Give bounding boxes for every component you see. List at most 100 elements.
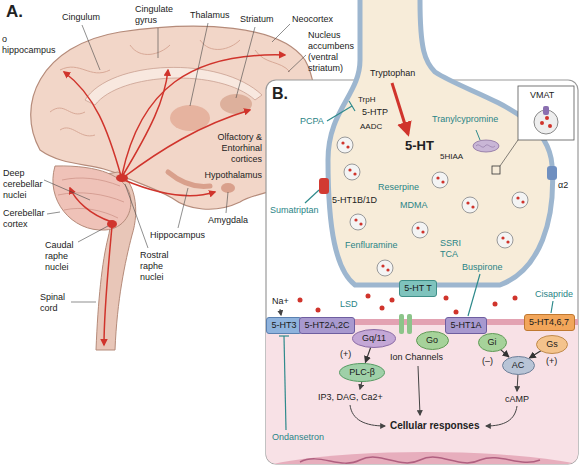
region-label: Caudal raphe nuclei xyxy=(45,240,81,273)
leader-lines xyxy=(44,180,90,200)
g-protein-ellipse: Gi xyxy=(478,333,507,352)
leader-lines xyxy=(178,188,188,228)
signal-arrows xyxy=(486,406,517,426)
drug-label: Cisapride xyxy=(535,289,573,300)
enzyme-ellipse: AC xyxy=(502,356,535,375)
gyri xyxy=(60,67,110,73)
gyri xyxy=(130,45,170,54)
amygdala xyxy=(221,183,235,193)
sign-label: (–) xyxy=(482,356,493,367)
signal-connector xyxy=(365,347,370,362)
vesicles xyxy=(350,214,366,230)
transporter-box: 5-HT T xyxy=(399,280,437,297)
serotonin-dots xyxy=(501,236,504,239)
inhibitor-lines xyxy=(349,101,355,111)
drug-label: Fenfluramine xyxy=(345,240,398,251)
vesicles xyxy=(497,232,513,248)
serotonin-dots xyxy=(516,196,519,199)
signal-arrows xyxy=(280,309,281,315)
vesicles xyxy=(344,164,360,180)
drug-label: Sumatriptan xyxy=(270,205,319,216)
serotonin-dots xyxy=(354,218,357,221)
molecule-label: Tryptophan xyxy=(370,68,415,79)
postsynaptic-cell xyxy=(300,457,540,463)
serotonin-dots xyxy=(346,145,349,148)
region-label: Olfactory & Entorhinal cortices xyxy=(204,132,262,165)
g-protein-ellipse: Gq/11 xyxy=(352,329,396,348)
panel-b xyxy=(476,130,480,140)
inhibitor-lines xyxy=(551,301,553,313)
signal-arrows xyxy=(350,405,385,426)
gyri xyxy=(255,50,290,72)
region-label: Cingulate gyrus xyxy=(135,4,181,26)
postsynaptic-cell xyxy=(266,322,578,464)
enzyme-label: TrpH xyxy=(358,95,375,105)
serotonin-dots xyxy=(348,168,351,171)
serotonin-projections xyxy=(104,226,112,345)
serotonin-dots xyxy=(441,180,444,183)
leader-lines xyxy=(226,192,228,213)
presynaptic-terminal xyxy=(328,0,553,285)
vesicles xyxy=(337,137,528,276)
receptor-box: 5-HT2A,2C xyxy=(299,317,355,334)
signal-connector xyxy=(501,350,509,357)
5ht1b-receptor xyxy=(319,178,329,194)
serotonin-dots xyxy=(436,176,439,179)
messenger-label: cAMP xyxy=(505,394,529,405)
drug-label: Buspirone xyxy=(462,262,503,273)
serotonin-projections xyxy=(124,180,215,196)
node-text: 5-HT T xyxy=(404,283,432,294)
serotonin-dots xyxy=(359,222,362,225)
serotonin-dots xyxy=(471,205,474,208)
region-label: Thalamus xyxy=(190,10,230,21)
node-outline xyxy=(502,356,534,374)
enzyme-label: AADC xyxy=(360,122,382,132)
cerebellum xyxy=(53,166,131,230)
node-outline xyxy=(537,335,568,353)
drug-label: MDMA xyxy=(400,200,428,211)
signal-arrows xyxy=(517,374,518,391)
cerebellar-folia xyxy=(64,208,118,218)
leader-lines xyxy=(236,27,255,98)
region-label: Hippocampus xyxy=(150,230,205,241)
vmat-inset xyxy=(518,86,574,140)
inhibitor-lines xyxy=(284,336,286,430)
vesicles xyxy=(412,222,428,238)
signal-arrows xyxy=(418,366,420,415)
vesicles xyxy=(432,172,448,188)
gyri xyxy=(50,40,298,136)
node-outline xyxy=(353,329,396,347)
drug-label: Tranylcypromine xyxy=(432,114,498,125)
region-label: Deep cerebellar nuclei xyxy=(3,168,45,201)
signal-connector xyxy=(529,351,541,358)
gyri xyxy=(200,40,240,49)
node-text: Go xyxy=(426,335,438,346)
zoom-square xyxy=(492,166,500,174)
drug-label: Reserpine xyxy=(378,182,419,193)
ion-channel xyxy=(407,314,412,334)
serotonin-dots xyxy=(366,294,371,299)
serotonin-dots xyxy=(380,306,385,311)
leader-lines xyxy=(272,24,290,42)
drug-label: Ondansetron xyxy=(272,432,324,443)
panel-b xyxy=(545,116,549,120)
serotonin-dots xyxy=(341,141,344,144)
molecule-label: 5-HTP xyxy=(362,107,388,118)
serotonin-projections xyxy=(64,55,285,345)
synthesis-arrow xyxy=(392,83,408,134)
panel-b xyxy=(540,121,544,125)
node-text: Gs xyxy=(546,339,558,350)
sign-label: (+) xyxy=(546,356,557,367)
vesicles xyxy=(512,192,528,208)
region-label: Rostral raphe nuclei xyxy=(140,250,176,283)
node-text: 5-HT2A,2C xyxy=(304,320,349,331)
receptor-label: α2 xyxy=(558,180,568,191)
serotonin-dots xyxy=(506,240,509,243)
region-label: o hippocampus xyxy=(2,34,56,56)
inhibitor-lines xyxy=(279,101,553,430)
serotonin-dots xyxy=(454,310,459,315)
postsynaptic-cell xyxy=(266,452,578,464)
g-protein-ellipse: Go xyxy=(416,331,449,350)
cerebellar-folia xyxy=(62,178,120,186)
